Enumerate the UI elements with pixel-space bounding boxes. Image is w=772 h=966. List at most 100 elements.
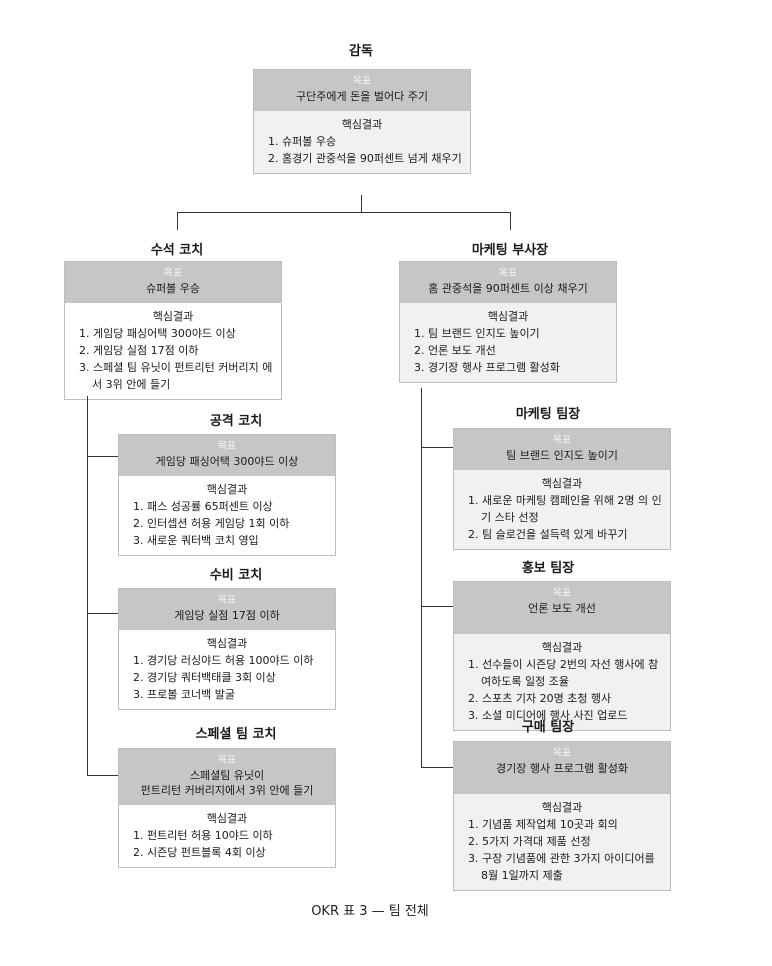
objective-label: 목표 bbox=[217, 755, 237, 766]
objective-label: 목표 bbox=[163, 268, 183, 279]
objective-text: 게임당 실점 17점 이하 bbox=[174, 609, 280, 622]
key-result-item: 1. 팀 브랜드 인지도 높이기 bbox=[414, 327, 540, 340]
key-results-label: 핵심결과 bbox=[206, 637, 248, 650]
connector-line bbox=[421, 767, 453, 768]
key-results-label: 핵심결과 bbox=[206, 483, 248, 496]
key-results: 핵심결과 1. 펀트리턴 허용 10야드 이하 2. 시즌당 펀트블록 4회 이상 bbox=[119, 805, 335, 867]
key-result-item: 3. 경기장 행사 프로그램 활성화 bbox=[414, 361, 560, 374]
objective-text: 스페셜팀 유닛이 bbox=[189, 769, 265, 782]
key-result-item: 3. 구장 기념품에 관한 3가지 아이디어를 8월 1일까지 제출 bbox=[468, 852, 655, 882]
key-result-item: 1. 펀트리턴 허용 10야드 이하 bbox=[133, 829, 273, 842]
key-result-item: 2. 시즌당 펀트블록 4회 이상 bbox=[133, 846, 266, 859]
key-result-item: 2. 언론 보도 개선 bbox=[414, 344, 496, 357]
key-result-item: 1. 경기당 러싱야드 허용 100야드 이하 bbox=[133, 654, 314, 667]
marketing-lead-role-title: 마케팅 팀장 bbox=[515, 407, 581, 422]
key-result-item: 1. 패스 성공률 65퍼센트 이상 bbox=[133, 500, 273, 513]
key-result-item: 3. 프로볼 코너백 발굴 bbox=[133, 688, 235, 701]
connector-line bbox=[87, 396, 88, 776]
pr-lead-role-title: 홍보 팀장 bbox=[521, 561, 575, 576]
key-results-label: 핵심결과 bbox=[341, 118, 383, 131]
key-results: 핵심결과 1. 팀 브랜드 인지도 높이기 2. 언론 보도 개선 3. 경기장 행사… bbox=[400, 303, 616, 382]
key-results-label: 핵심결과 bbox=[541, 477, 583, 490]
key-result-item: 1. 게임당 패싱어택 300야드 이상 bbox=[79, 327, 236, 340]
purchasing-lead-role-title: 구매 팀장 bbox=[521, 720, 575, 735]
key-results-label: 핵심결과 bbox=[541, 801, 583, 814]
connector-line bbox=[177, 212, 178, 230]
connector-line bbox=[361, 195, 362, 212]
key-result-item: 3. 새로운 쿼터백 코치 영입 bbox=[133, 534, 259, 547]
key-result-item: 2. 5가지 가격대 제품 선정 bbox=[468, 835, 591, 848]
objective-text: 게임당 패싱어택 300야드 이상 bbox=[155, 455, 299, 468]
key-result-item: 1. 슈퍼볼 우승 bbox=[268, 135, 337, 148]
key-result-item: 1. 새로운 마케팅 캠페인을 위해 2명 의 인기 스타 선정 bbox=[468, 494, 662, 524]
objective-text: 펀트리턴 커버리지에서 3위 안에 들기 bbox=[140, 784, 314, 797]
key-result-item: 2. 경기당 쿼터백태클 3회 이상 bbox=[133, 671, 276, 684]
objective-label: 목표 bbox=[217, 595, 237, 606]
objective-label: 목표 bbox=[552, 748, 572, 759]
key-results: 핵심결과 1. 새로운 마케팅 캠페인을 위해 2명 의 인기 스타 선정 2. 팀… bbox=[454, 470, 670, 549]
key-result-item: 3. 스페셜 팀 유닛이 펀트리턴 커버리지 에서 3위 안에 들기 bbox=[79, 361, 273, 391]
objective-text: 구단주에게 돈을 벌어다 주기 bbox=[296, 90, 428, 103]
objective-text: 언론 보도 개선 bbox=[528, 602, 596, 615]
key-result-item: 2. 스포츠 기자 20명 초청 행사 bbox=[468, 692, 612, 705]
objective-label: 목표 bbox=[552, 435, 572, 446]
marketing-vp-role-title: 마케팅 부사장 bbox=[471, 243, 549, 258]
key-result-item: 2. 홈경기 관중석을 90퍼센트 넘게 채우기 bbox=[268, 152, 462, 165]
figure-caption: OKR 표 3 — 팀 전체 bbox=[311, 904, 429, 919]
connector-line bbox=[510, 212, 511, 230]
objective-label: 목표 bbox=[352, 76, 372, 87]
connector-line bbox=[421, 447, 453, 448]
key-results: 핵심결과 1. 경기당 러싱야드 허용 100야드 이하 2. 경기당 쿼터백태클 … bbox=[119, 630, 335, 709]
key-results: 핵심결과 1. 슈퍼볼 우승 2. 홈경기 관중석을 90퍼센트 넘게 채우기 bbox=[254, 111, 470, 173]
connector-line bbox=[87, 456, 118, 457]
key-results-label: 핵심결과 bbox=[541, 641, 583, 654]
offense-coach-role-title: 공격 코치 bbox=[209, 414, 263, 429]
director-role-title: 감독 bbox=[349, 44, 373, 59]
objective-text: 팀 브랜드 인지도 높이기 bbox=[506, 449, 618, 462]
connector-line bbox=[177, 212, 511, 213]
key-results-label: 핵심결과 bbox=[487, 310, 529, 323]
key-results: 핵심결과 1. 게임당 패싱어택 300야드 이상 2. 게임당 실점 17점 이하… bbox=[65, 303, 281, 399]
key-result-item: 2. 인터셉션 허용 게임당 1회 이하 bbox=[133, 517, 290, 530]
objective-label: 목표 bbox=[217, 441, 237, 452]
key-results: 핵심결과 1. 패스 성공률 65퍼센트 이상 2. 인터셉션 허용 게임당 1회 … bbox=[119, 476, 335, 555]
connector-line bbox=[421, 606, 453, 607]
defense-coach-role-title: 수비 코치 bbox=[209, 568, 263, 583]
connector-line bbox=[87, 613, 118, 614]
key-result-item: 2. 팀 슬로건을 설득력 있게 바꾸기 bbox=[468, 528, 628, 541]
key-results-label: 핵심결과 bbox=[152, 310, 194, 323]
special-teams-coach-role-title: 스페셜 팀 코치 bbox=[195, 727, 277, 742]
key-result-item: 1. 선수들이 시즌당 2번의 자선 행사에 참여하도록 일정 조율 bbox=[468, 658, 659, 688]
objective-label: 목표 bbox=[498, 268, 518, 279]
objective-label: 목표 bbox=[552, 588, 572, 599]
connector-line bbox=[87, 775, 118, 776]
objective-text: 슈퍼볼 우승 bbox=[145, 282, 201, 295]
objective-text: 홈 관중석을 90퍼센트 이상 채우기 bbox=[428, 282, 588, 295]
key-results: 핵심결과 1. 선수들이 시즌당 2번의 자선 행사에 참여하도록 일정 조율 2.… bbox=[454, 634, 670, 730]
key-result-item: 3. 소셜 미디어에 행사 사진 업로드 bbox=[468, 709, 628, 722]
key-result-item: 2. 게임당 실점 17점 이하 bbox=[79, 344, 199, 357]
connector-line bbox=[421, 388, 422, 768]
objective-text: 경기장 행사 프로그램 활성화 bbox=[496, 762, 628, 775]
head-coach-role-title: 수석 코치 bbox=[150, 243, 204, 258]
key-results-label: 핵심결과 bbox=[206, 812, 248, 825]
